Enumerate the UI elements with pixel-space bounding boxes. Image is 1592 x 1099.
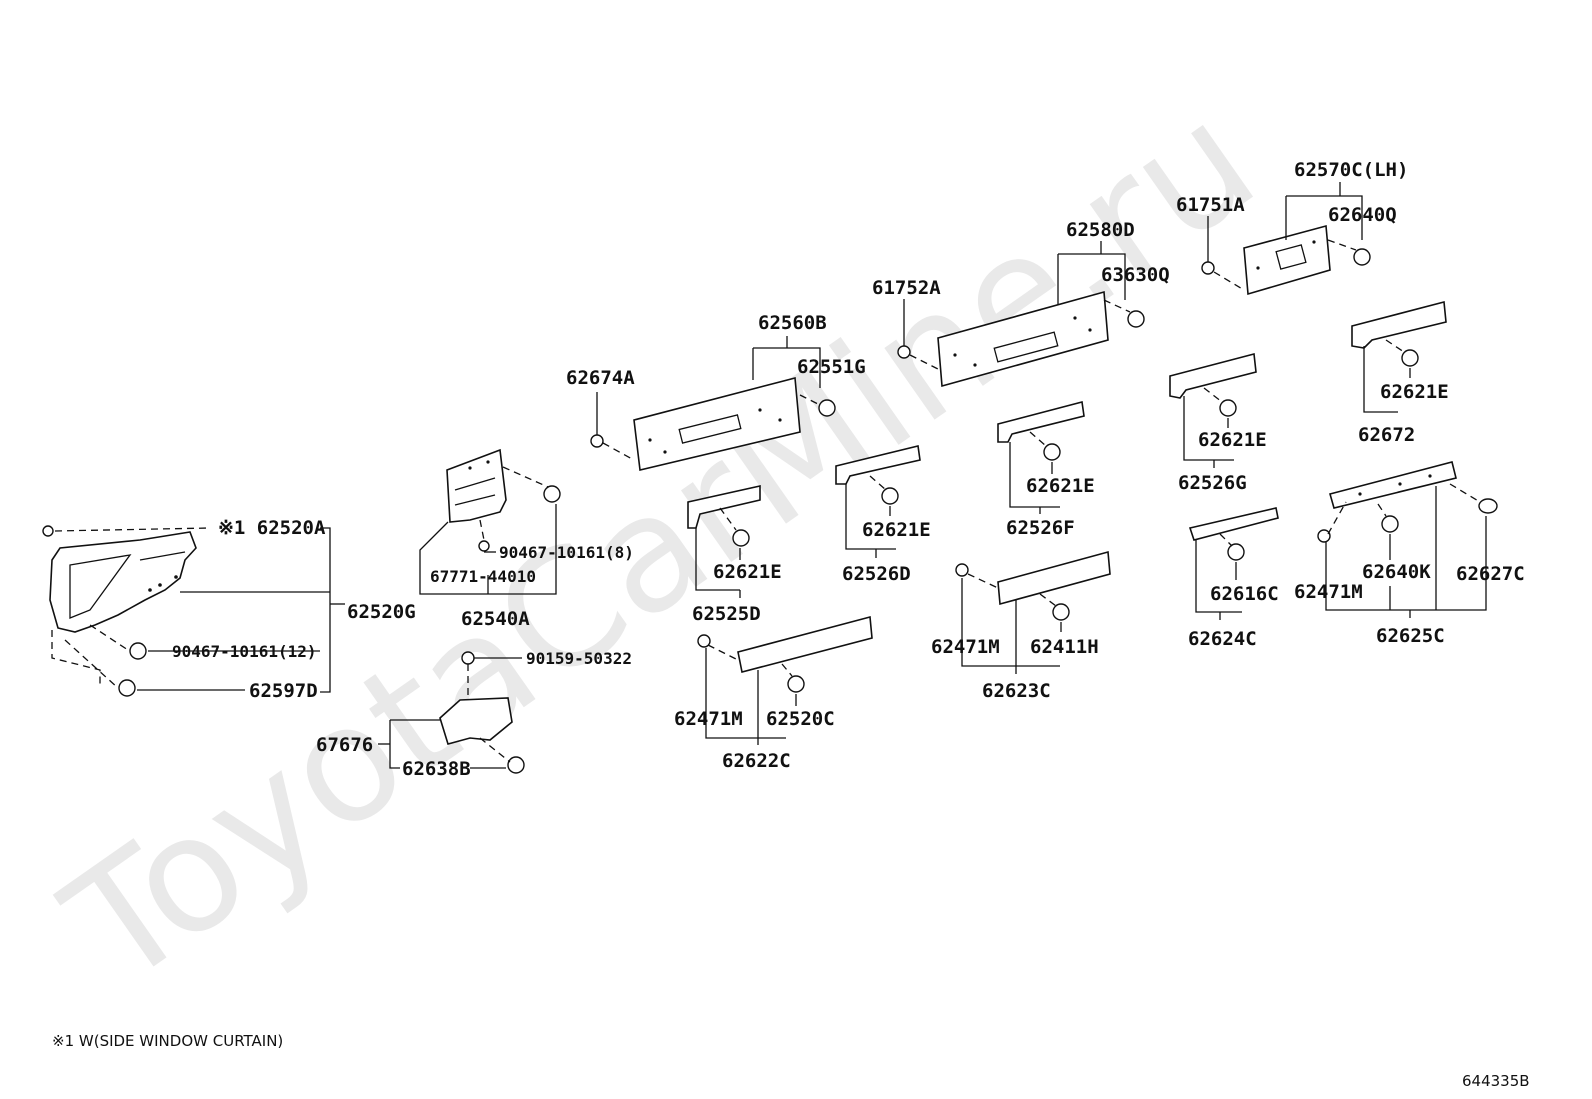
label-62672: 62672	[1358, 424, 1415, 446]
watermark: ToyotaCarMine.ru	[34, 66, 1287, 1021]
label-62560B: 62560B	[758, 312, 827, 334]
label-62520G: 62520G	[347, 601, 416, 623]
label-62616C: 62616C	[1210, 583, 1279, 605]
label-67676: 67676	[316, 734, 373, 756]
label-62540A: 62540A	[461, 608, 530, 630]
label-62621E-a: 62621E	[713, 561, 782, 583]
label-67771-44010: 67771-44010	[430, 567, 536, 586]
bracket-62525D	[687, 485, 761, 547]
label-62622C: 62622C	[722, 750, 791, 772]
bracket-62540A	[446, 448, 561, 552]
quarter-trim-assembly	[42, 525, 197, 697]
label-62471M-c: 62471M	[1294, 581, 1363, 603]
label-62621E-c: 62621E	[1026, 475, 1095, 497]
diagram-ref-number: 644335B	[1462, 1072, 1530, 1090]
bracket-62622C	[697, 615, 873, 693]
label-61752A: 61752A	[872, 277, 941, 299]
label-62621E-d: 62621E	[1198, 429, 1267, 451]
bracket-67676	[439, 651, 525, 774]
label-62411H: 62411H	[1030, 636, 1099, 658]
label-62471M-a: 62471M	[674, 708, 743, 730]
panel-62570C	[1201, 224, 1371, 296]
label-62551G: 62551G	[797, 356, 866, 378]
label-62625C: 62625C	[1376, 625, 1445, 647]
label-62597D: 62597D	[249, 680, 318, 702]
label-62520A: ※1 62520A	[218, 517, 326, 539]
label-62623C: 62623C	[982, 680, 1051, 702]
label-62526D: 62526D	[842, 563, 911, 585]
label-62525D: 62525D	[692, 603, 761, 625]
label-62621E-b: 62621E	[862, 519, 931, 541]
bracket-62526G	[1169, 352, 1257, 417]
bracket-62526D	[835, 445, 921, 505]
footnote: ※1 W(SIDE WINDOW CURTAIN)	[52, 1032, 283, 1050]
label-90467-10161-8: 90467-10161(8)	[499, 543, 634, 562]
label-62580D: 62580D	[1066, 219, 1135, 241]
label-62640Q: 62640Q	[1328, 204, 1397, 226]
panel-62580D	[897, 290, 1145, 388]
label-62627C: 62627C	[1456, 563, 1525, 585]
label-62526G: 62526G	[1178, 472, 1247, 494]
label-62570C-LH: 62570C(LH)	[1294, 159, 1408, 181]
label-62674A: 62674A	[566, 367, 635, 389]
label-62640K: 62640K	[1362, 561, 1431, 583]
bracket-62623C	[955, 550, 1111, 621]
label-62624C: 62624C	[1188, 628, 1257, 650]
label-62471M-b: 62471M	[931, 636, 1000, 658]
label-61751A: 61751A	[1176, 194, 1245, 216]
label-62520C: 62520C	[766, 708, 835, 730]
panel-62560B	[590, 376, 836, 471]
label-90467-10161-12: 90467-10161(12)	[172, 642, 317, 661]
label-62638B: 62638B	[402, 758, 471, 780]
bracket-62624C	[1188, 507, 1279, 561]
label-62621E-e: 62621E	[1380, 381, 1449, 403]
label-90159-50322: 90159-50322	[526, 649, 632, 668]
bracket-62672	[1351, 300, 1447, 367]
bracket-62625C	[1317, 461, 1498, 543]
label-63630Q: 63630Q	[1101, 264, 1170, 286]
label-62526F: 62526F	[1006, 517, 1075, 539]
bracket-62526F	[997, 400, 1085, 461]
